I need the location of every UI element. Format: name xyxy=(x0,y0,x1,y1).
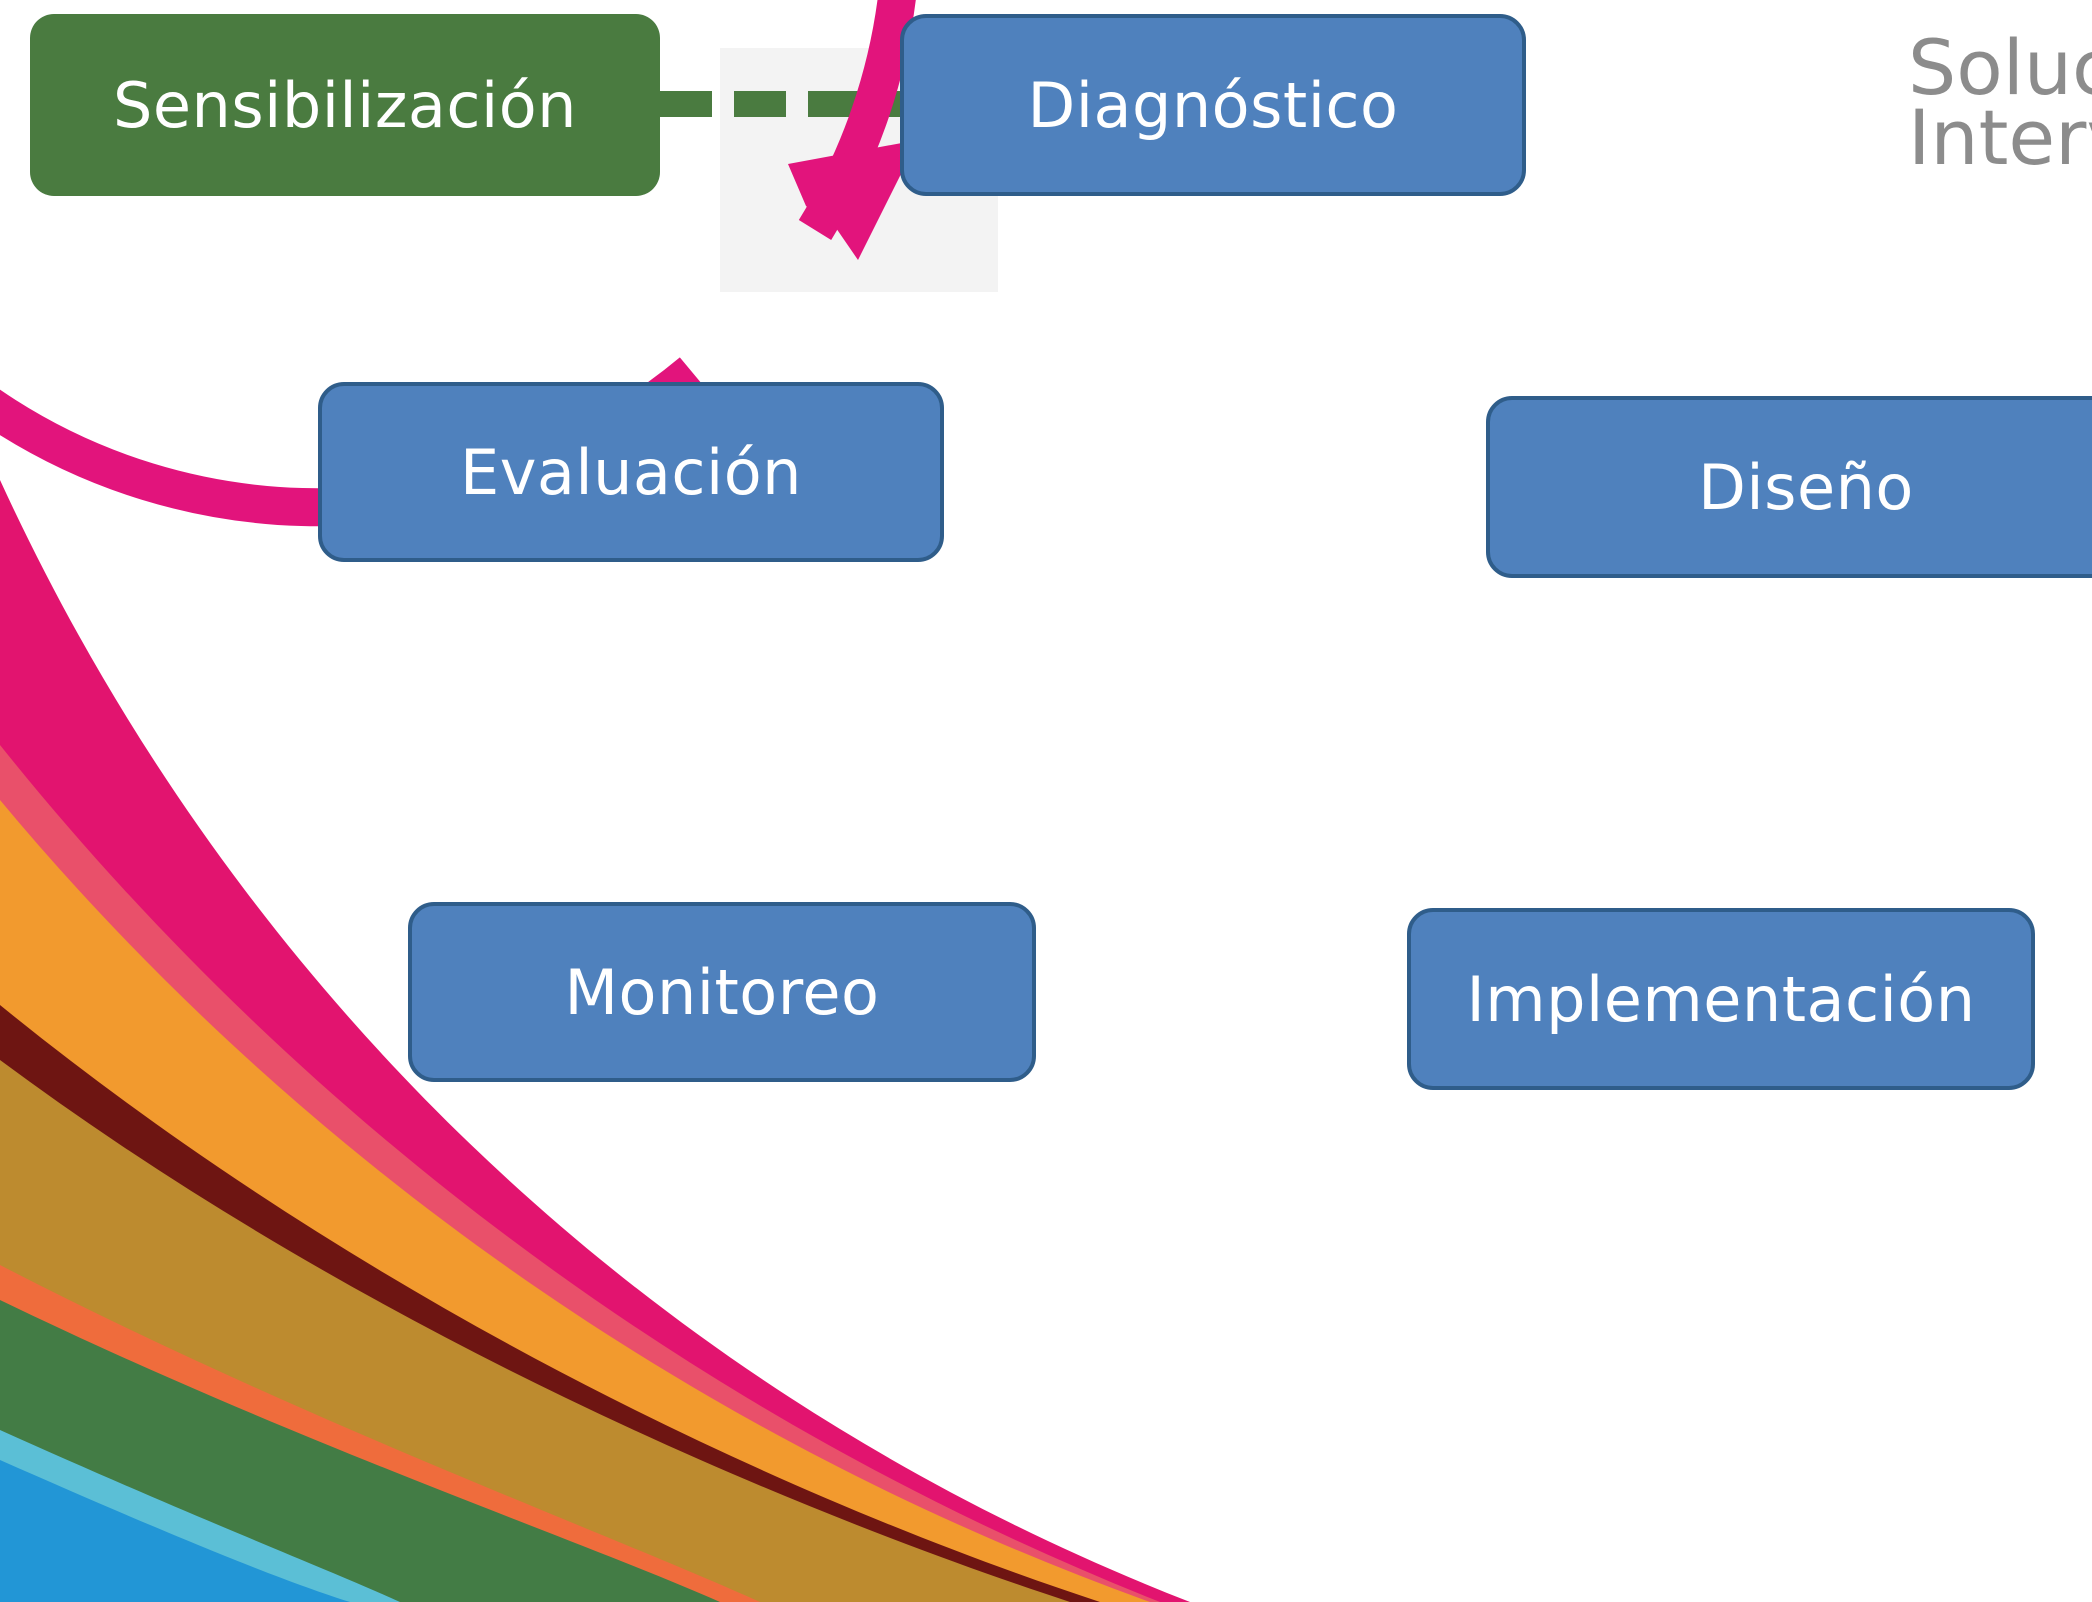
node-evaluacion: Evaluación xyxy=(318,382,944,562)
node-evaluacion-label: Evaluación xyxy=(460,435,802,509)
swoosh-band-blue xyxy=(0,1460,350,1602)
node-sensibilizacion: Sensibilización xyxy=(30,14,660,196)
decorative-swoosh xyxy=(0,480,1190,1602)
node-monitoreo: Monitoreo xyxy=(408,902,1036,1082)
side-text-line-1: Soluc xyxy=(1908,23,2092,112)
node-diseno-label: Diseño xyxy=(1698,450,1914,524)
cycle-arrowhead xyxy=(788,140,918,260)
node-diagnostico-label: Diagnóstico xyxy=(1027,68,1399,142)
node-diagnostico: Diagnóstico xyxy=(900,14,1526,196)
node-monitoreo-label: Monitoreo xyxy=(564,955,880,1029)
node-sensibilizacion-label: Sensibilización xyxy=(113,68,577,142)
node-diseno: Diseño xyxy=(1486,396,2092,578)
node-implementacion: Implementación xyxy=(1407,908,2035,1090)
cycle-circle xyxy=(0,0,916,527)
node-implementacion-label: Implementación xyxy=(1466,962,1976,1036)
side-text-line-2: Interv xyxy=(1908,93,2092,182)
